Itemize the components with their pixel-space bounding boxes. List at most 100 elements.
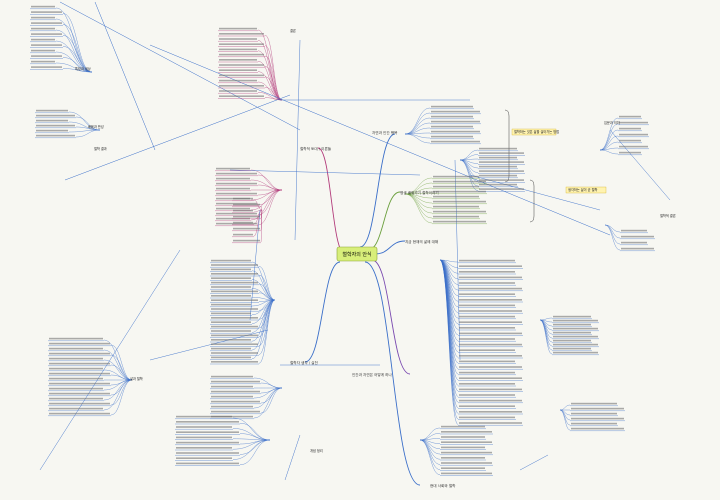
leaf-node[interactable] xyxy=(458,422,523,426)
leaf-node[interactable] xyxy=(210,352,259,356)
leaf-node[interactable] xyxy=(432,205,480,209)
leaf-node[interactable] xyxy=(458,411,523,415)
leaf-node[interactable] xyxy=(210,405,254,409)
leaf-node[interactable] xyxy=(48,352,111,356)
leaf-node[interactable] xyxy=(432,215,480,219)
leaf-node[interactable] xyxy=(478,183,518,187)
leaf-node[interactable] xyxy=(210,325,259,329)
leaf-node[interactable] xyxy=(478,170,525,174)
leaf-node[interactable] xyxy=(430,125,474,129)
leaf-node[interactable] xyxy=(458,282,516,286)
leaf-node[interactable] xyxy=(218,53,265,57)
leaf-node[interactable] xyxy=(618,145,649,149)
leaf-node[interactable] xyxy=(458,271,516,275)
leaf-node[interactable] xyxy=(458,299,523,303)
leaf-node[interactable] xyxy=(552,315,592,319)
leaf-node[interactable] xyxy=(30,38,56,42)
leaf-node[interactable] xyxy=(552,339,592,343)
branch-node-b4[interactable]: 지금 현재의 삶에 대해 xyxy=(405,239,438,244)
leaf-node[interactable] xyxy=(458,321,523,325)
leaf-node[interactable] xyxy=(430,130,481,134)
leaf-node[interactable] xyxy=(458,315,516,319)
leaf-node[interactable] xyxy=(210,410,261,414)
leaf-node[interactable] xyxy=(432,190,487,194)
leaf-node[interactable] xyxy=(210,281,259,285)
leaf-node[interactable] xyxy=(458,399,523,403)
branch-node-b7[interactable]: 현대 사회와 철학 xyxy=(430,483,456,488)
leaf-node[interactable] xyxy=(618,121,649,125)
leaf-node[interactable] xyxy=(458,293,516,297)
leaf-node[interactable] xyxy=(458,287,523,291)
leaf-node[interactable] xyxy=(48,337,104,341)
leaf-node[interactable] xyxy=(210,264,259,268)
leaf-node[interactable] xyxy=(552,351,599,355)
leaf-node[interactable] xyxy=(210,286,252,290)
leaf-node[interactable] xyxy=(570,422,618,426)
leaf-node[interactable] xyxy=(175,447,233,451)
leaf-node[interactable] xyxy=(48,347,104,351)
leaf-node[interactable] xyxy=(432,180,487,184)
leaf-node[interactable] xyxy=(232,197,254,201)
leaf-node[interactable] xyxy=(35,109,69,113)
leaf-node[interactable] xyxy=(458,338,516,342)
leaf-node[interactable] xyxy=(48,362,111,366)
leaf-node[interactable] xyxy=(232,233,254,237)
leaf-node[interactable] xyxy=(215,182,258,186)
leaf-node[interactable] xyxy=(218,74,265,78)
leaf-node[interactable] xyxy=(570,402,618,406)
leaf-node[interactable] xyxy=(458,349,516,353)
leaf-node[interactable] xyxy=(210,317,259,321)
leaf-node[interactable] xyxy=(35,129,69,133)
leaf-node[interactable] xyxy=(175,426,233,430)
leaf-node[interactable] xyxy=(218,85,265,89)
leaf-node[interactable] xyxy=(430,135,474,139)
leaf-node[interactable] xyxy=(48,367,104,371)
leaf-node[interactable] xyxy=(48,357,104,361)
leaf-node[interactable] xyxy=(210,395,254,399)
leaf-node[interactable] xyxy=(478,156,518,160)
leaf-node[interactable] xyxy=(432,175,480,179)
leaf-node[interactable] xyxy=(432,210,487,214)
leaf-node[interactable] xyxy=(30,33,63,37)
leaf-node[interactable] xyxy=(232,227,261,231)
leaf-node[interactable] xyxy=(458,304,516,308)
leaf-node[interactable] xyxy=(210,385,254,389)
leaf-node[interactable] xyxy=(440,431,493,435)
highlight-box[interactable]: 생각하는 삶이 곧 철학 xyxy=(565,186,607,194)
leaf-node[interactable] xyxy=(30,16,56,20)
leaf-node[interactable] xyxy=(30,5,56,9)
leaf-node[interactable] xyxy=(432,220,487,224)
leaf-node[interactable] xyxy=(210,375,254,379)
highlight-box[interactable]: 철학하는 것은 삶을 살아가는 방법 xyxy=(511,128,559,136)
leaf-node[interactable] xyxy=(48,342,111,346)
leaf-node[interactable] xyxy=(430,115,474,119)
leaf-node[interactable] xyxy=(618,127,642,131)
leaf-node[interactable] xyxy=(218,90,258,94)
leaf-node[interactable] xyxy=(210,339,252,343)
leaf-node[interactable] xyxy=(215,217,251,221)
leaf-node[interactable] xyxy=(210,308,259,312)
central-node[interactable]: 철학자의 안식 xyxy=(336,246,378,262)
leaf-node[interactable] xyxy=(210,277,252,281)
branch-node-b5[interactable]: 인간과 자연은 어떻게 하나 xyxy=(352,372,392,377)
leaf-node[interactable] xyxy=(458,394,516,398)
leaf-node[interactable] xyxy=(458,276,523,280)
leaf-node[interactable] xyxy=(210,415,254,419)
leaf-node[interactable] xyxy=(570,407,625,411)
leaf-node[interactable] xyxy=(458,383,516,387)
leaf-node[interactable] xyxy=(210,347,252,351)
leaf-node[interactable] xyxy=(430,105,474,109)
leaf-node[interactable] xyxy=(215,222,258,226)
leaf-node[interactable] xyxy=(440,441,493,445)
leaf-node[interactable] xyxy=(215,212,258,216)
branch-node-b2[interactable]: 자연과 인간 행복 xyxy=(372,130,398,135)
leaf-node[interactable] xyxy=(458,327,516,331)
leaf-node[interactable] xyxy=(48,412,111,416)
leaf-node[interactable] xyxy=(210,299,259,303)
leaf-node[interactable] xyxy=(458,371,516,375)
leaf-node[interactable] xyxy=(552,343,599,347)
leaf-node[interactable] xyxy=(458,360,516,364)
leaf-node[interactable] xyxy=(48,372,111,376)
leaf-node[interactable] xyxy=(620,235,655,239)
leaf-node[interactable] xyxy=(440,467,486,471)
